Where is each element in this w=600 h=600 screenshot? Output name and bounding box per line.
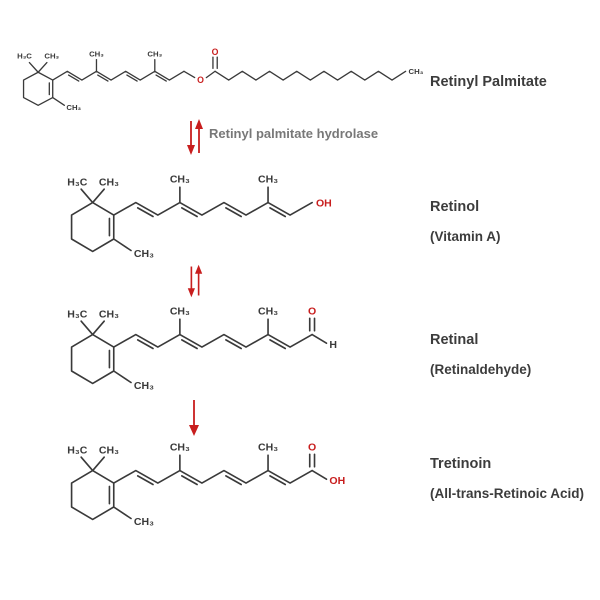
structure-tretinoin: H₃C CH₃ CH₃ CH₃ CH₃ O OH — [67, 441, 345, 528]
forward-arrow-icon — [189, 400, 199, 436]
atom-label-ch3: CH₃ — [99, 308, 119, 320]
atom-label-ch3: CH₃ — [99, 176, 119, 188]
atom-label-ch3: CH₃ — [99, 444, 119, 456]
compound-subname-retinol: (Vitamin A) — [430, 229, 501, 244]
atom-label-ch3: CH₃ — [170, 173, 190, 185]
structure-retinal: H₃C CH₃ CH₃ CH₃ CH₃ O H — [67, 305, 337, 392]
atom-label-h3c: H₃C — [17, 52, 32, 61]
atom-label-carbonyl-oxygen: O — [212, 47, 219, 57]
retinol-bonds — [70, 186, 313, 253]
atom-label-ch3: CH₃ — [134, 380, 154, 392]
compound-name-tretinoin: Tretinoin — [430, 456, 492, 472]
atom-label-ch3: CH₃ — [170, 441, 190, 453]
atom-label-ch3: CH₃ — [134, 248, 154, 260]
compound-name-retinal: Retinal — [430, 332, 479, 348]
atom-label-h3c: H₃C — [67, 308, 87, 320]
atom-label-ch3: CH₃ — [258, 173, 278, 185]
atom-label-ester-oxygen: O — [197, 75, 204, 85]
atom-label-aldehyde-h: H — [329, 339, 337, 351]
equilibrium-arrow-1-icon — [187, 119, 203, 155]
atom-label-carboxyl-hydroxyl: OH — [329, 475, 345, 487]
atom-label-h3c: H₃C — [67, 176, 87, 188]
atom-label-ch3: CH₃ — [66, 103, 81, 112]
atom-label-hydroxyl: OH — [316, 197, 332, 209]
retinal-bonds — [70, 317, 328, 385]
atom-label-ch3: CH₃ — [134, 516, 154, 528]
atom-label-terminal-ch3: CH₃ — [409, 67, 424, 76]
atom-label-ch3: CH₃ — [44, 52, 59, 61]
atom-label-ch3: CH₃ — [170, 305, 190, 317]
compound-name-retinol: Retinol — [430, 199, 480, 215]
atom-label-carboxyl-oxygen: O — [308, 441, 316, 453]
enzyme-label: Retinyl palmitate hydrolase — [209, 126, 379, 141]
structure-retinyl-palmitate: H₃C CH₃ CH₃ CH₃ CH₃ O O CH₃ — [17, 47, 424, 112]
retinyl-palmitate-bonds — [22, 56, 407, 106]
compound-name-retinyl-palmitate: Retinyl Palmitate — [430, 74, 547, 90]
tretinoin-bonds — [70, 453, 328, 521]
atom-label-ch3: CH₃ — [258, 305, 278, 317]
atom-label-ch3: CH₃ — [147, 50, 162, 59]
atom-label-h3c: H₃C — [67, 444, 87, 456]
compound-subname-retinal: (Retinaldehyde) — [430, 362, 532, 377]
atom-label-ch3: CH₃ — [89, 50, 104, 59]
structure-retinol: H₃C CH₃ CH₃ CH₃ CH₃ OH — [67, 173, 332, 260]
atom-label-aldehyde-oxygen: O — [308, 305, 316, 317]
equilibrium-arrow-2-icon — [187, 264, 203, 298]
atom-label-ch3: CH₃ — [258, 441, 278, 453]
compound-subname-tretinoin: (All-trans-Retinoic Acid) — [430, 486, 585, 501]
